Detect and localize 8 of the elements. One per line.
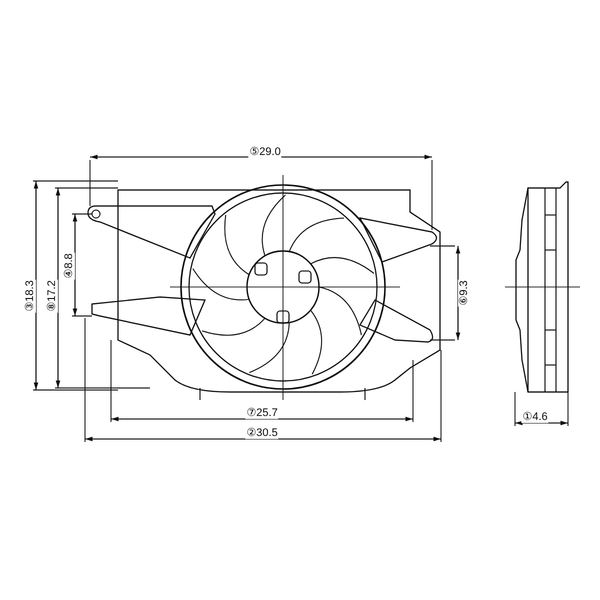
dimension-value: ⑦25.7 [245,407,279,419]
dimension-value: ①4.6 [521,411,549,423]
dimension-value: ④8.8 [63,252,75,280]
dimension-value: ⑧17.2 [46,279,58,313]
dimension-value: ②30.5 [245,427,279,439]
dimension-value: ③18.3 [24,279,36,313]
dimension-value: ⑥9.3 [458,279,470,307]
dimension-value: ⑤29.0 [248,146,282,158]
